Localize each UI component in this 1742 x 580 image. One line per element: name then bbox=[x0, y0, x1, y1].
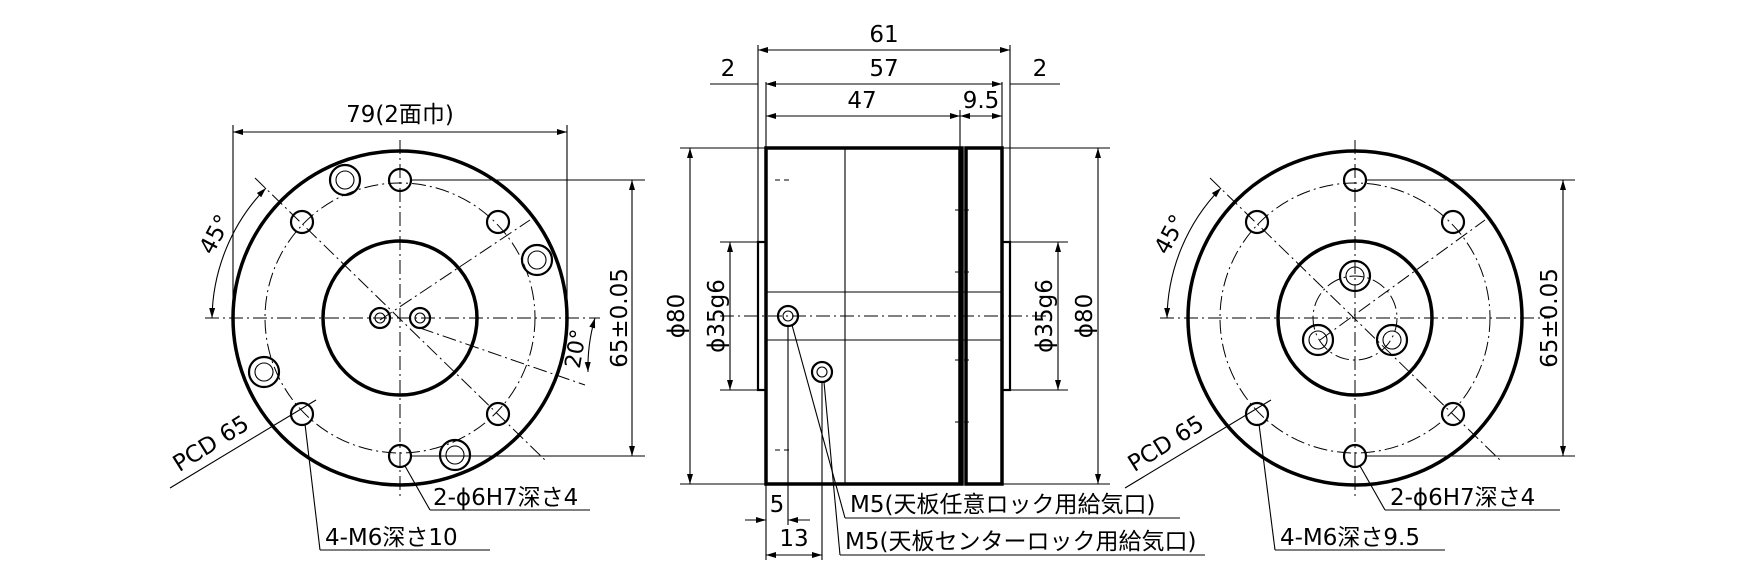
pin-hole-label: 2-ϕ6H7深さ4 bbox=[1390, 485, 1535, 511]
overall-length: 61 bbox=[869, 22, 898, 48]
flange-right-dim: 2 bbox=[1033, 56, 1048, 82]
left-end-view: 79(2面巾) 65±0.05 45° 20° PCD 65 2-ϕ6H7深さ4… bbox=[169, 102, 645, 551]
part-b-length: 9.5 bbox=[963, 88, 1000, 114]
angle-45: 45° bbox=[195, 211, 237, 259]
angle-45: 45° bbox=[1150, 211, 1192, 259]
pin-hole-label: 2-ϕ6H7深さ4 bbox=[433, 485, 578, 511]
boss-left: ϕ35g6 bbox=[704, 279, 730, 353]
tap-hole bbox=[1244, 209, 1466, 427]
port-offset-1: 5 bbox=[770, 492, 785, 518]
boss-right: ϕ35g6 bbox=[1032, 279, 1058, 353]
body-length: 57 bbox=[869, 56, 898, 82]
height-dim: 65±0.05 bbox=[607, 268, 633, 368]
part-a-length: 47 bbox=[847, 88, 876, 114]
diameter-left: ϕ80 bbox=[664, 294, 690, 338]
air-port bbox=[810, 360, 834, 384]
cap-screw bbox=[247, 163, 554, 472]
flange-left-dim: 2 bbox=[721, 56, 736, 82]
pcd-label: PCD 65 bbox=[169, 411, 254, 478]
center-screw bbox=[368, 306, 432, 330]
height-dim: 65±0.05 bbox=[1537, 268, 1563, 368]
width-dim: 79(2面巾) bbox=[346, 102, 454, 128]
diameter-right: ϕ80 bbox=[1072, 294, 1098, 338]
tap-hole-label: 4-M6深さ10 bbox=[325, 525, 458, 551]
port-2-label: M5(天板センターロック用給気口) bbox=[845, 529, 1196, 555]
right-end-view: 65±0.05 45° PCD 65 2-ϕ6H7深さ4 4-M6深さ9.5 bbox=[1124, 140, 1575, 551]
tap-hole-label: 4-M6深さ9.5 bbox=[1280, 525, 1420, 551]
side-view: 61 57 47 9.5 2 2 ϕ80 ϕ35g6 ϕ80 bbox=[664, 22, 1205, 560]
port-offset-2: 13 bbox=[779, 526, 808, 552]
pcd-label: PCD 65 bbox=[1124, 411, 1209, 478]
tap-hole bbox=[289, 209, 511, 427]
cap-screw bbox=[1301, 259, 1409, 357]
port-1-label: M5(天板任意ロック用給気口) bbox=[850, 492, 1155, 518]
